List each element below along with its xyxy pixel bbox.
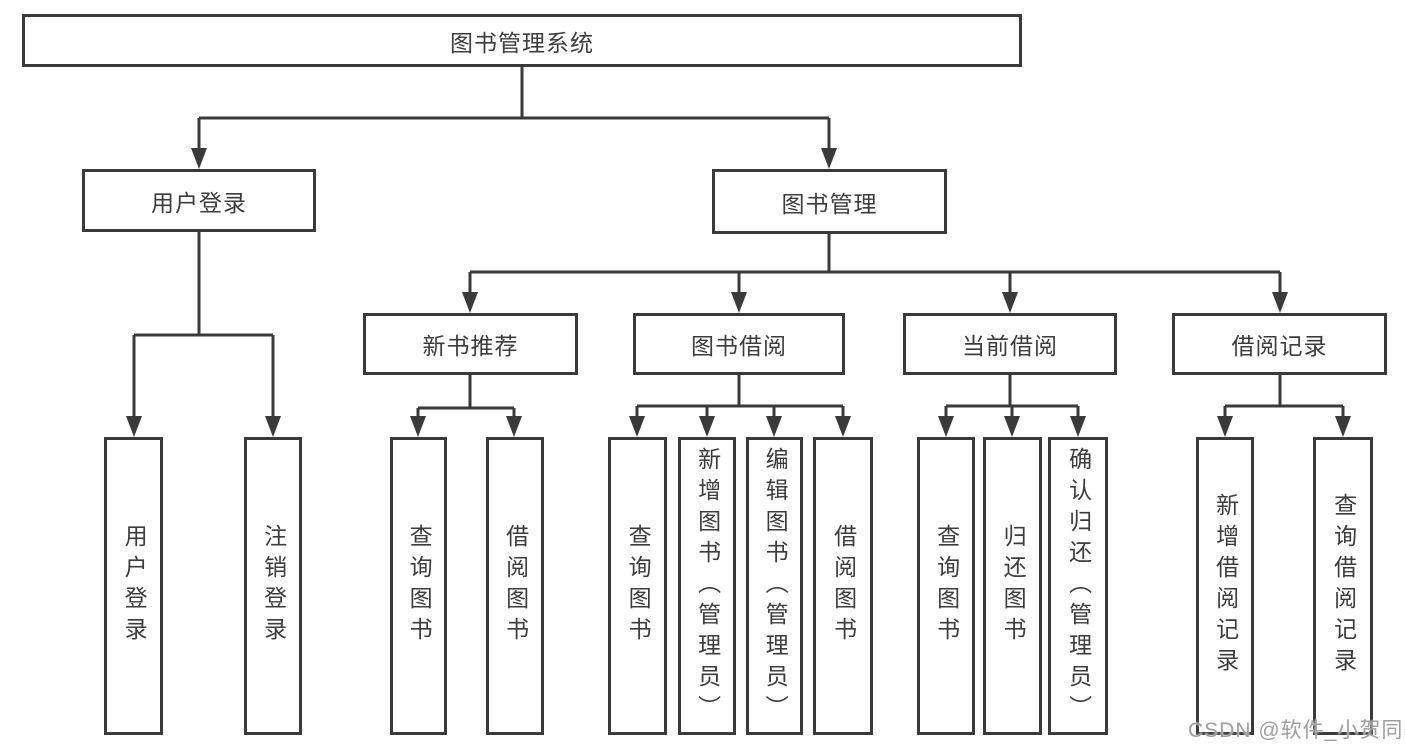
- leaf-confirm-return-admin: 确认归还（管理员）: [1048, 437, 1108, 735]
- leaf-query-books-borrowing: 查询图书: [608, 437, 667, 735]
- watermark-text: CSDN @软件_小贺同学: [1188, 719, 1405, 742]
- leaf-add-books-admin: 新增图书（管理员）: [678, 437, 736, 735]
- leaf-edit-books-admin: 编辑图书（管理员）: [746, 437, 803, 735]
- leaf-label: 编辑图书（管理员）: [762, 446, 789, 726]
- node-label: 图书管理系统: [450, 29, 594, 56]
- leaf-label: 新增借阅记录: [1212, 493, 1239, 679]
- leaf-query-borrow-record: 查询借阅记录: [1313, 437, 1373, 735]
- leaf-label: 借阅图书: [502, 524, 529, 648]
- leaf-query-books-recommend: 查询图书: [390, 437, 447, 735]
- node-label: 新书推荐: [422, 333, 519, 359]
- leaf-label: 查询图书: [625, 524, 652, 648]
- node-label: 图书借阅: [691, 333, 787, 359]
- leaf-query-books-current: 查询图书: [917, 437, 975, 735]
- node-label: 借阅记录: [1231, 333, 1328, 359]
- node-current-borrowing: 当前借阅: [903, 313, 1117, 375]
- leaf-label: 查询图书: [933, 524, 960, 648]
- node-library-management-system: 图书管理系统: [22, 14, 1022, 67]
- leaf-borrow-books-borrowing: 借阅图书: [813, 437, 873, 735]
- leaf-label: 新增图书（管理员）: [694, 446, 721, 726]
- node-book-management: 图书管理: [712, 169, 947, 234]
- leaf-label: 查询借阅记录: [1330, 493, 1357, 679]
- node-user-login: 用户登录: [82, 169, 316, 232]
- leaf-return-books: 归还图书: [983, 437, 1042, 735]
- leaf-label: 用户登录: [121, 524, 148, 648]
- leaf-label: 注销登录: [260, 524, 287, 648]
- leaf-add-borrow-record: 新增借阅记录: [1196, 437, 1254, 735]
- node-label: 用户登录: [151, 189, 247, 216]
- leaf-label: 借阅图书: [830, 524, 857, 648]
- node-new-book-recommendation: 新书推荐: [363, 313, 578, 375]
- leaf-label: 查询图书: [406, 524, 433, 648]
- leaf-borrow-books-recommend: 借阅图书: [486, 437, 544, 735]
- leaf-logout-login: 注销登录: [244, 437, 302, 735]
- leaf-label: 归还图书: [1000, 524, 1027, 648]
- node-label: 图书管理: [781, 190, 878, 217]
- node-book-borrowing: 图书借阅: [633, 313, 845, 375]
- leaf-label: 确认归还（管理员）: [1065, 446, 1092, 726]
- leaf-user-login: 用户登录: [104, 437, 163, 735]
- node-label: 当前借阅: [962, 333, 1058, 359]
- node-borrowing-records: 借阅记录: [1172, 313, 1387, 375]
